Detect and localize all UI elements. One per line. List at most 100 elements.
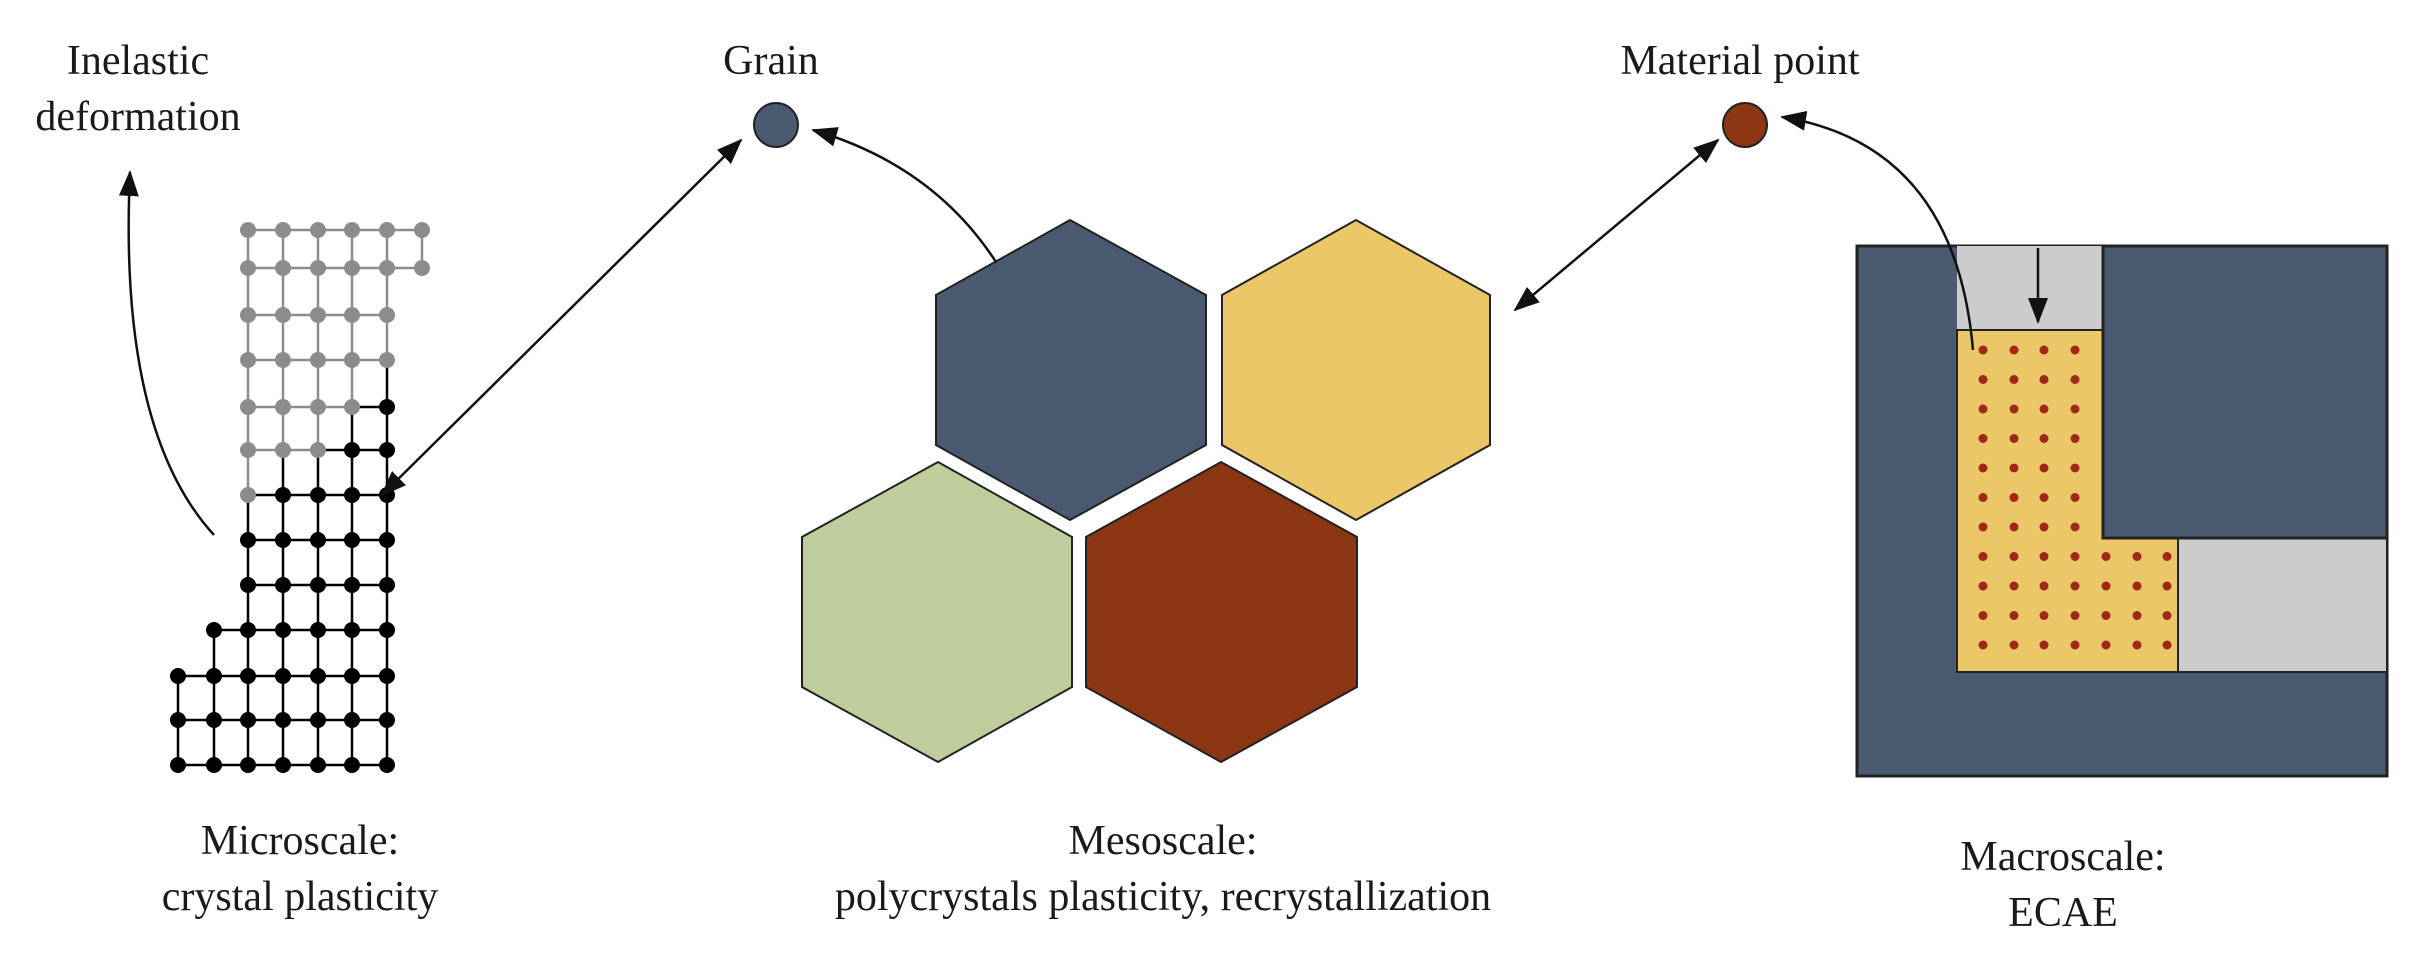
inlet-channel	[1957, 246, 2103, 330]
workpiece-dot	[2162, 640, 2172, 650]
workpiece-dot	[1978, 493, 1988, 502]
workpiece-dot	[1978, 375, 1988, 384]
workpiece-dot	[2009, 434, 2019, 443]
lattice-atom	[310, 712, 326, 728]
lattice-atom	[414, 260, 430, 276]
lattice-atom	[275, 668, 291, 684]
workpiece-dot	[2132, 611, 2142, 620]
lattice-atom	[240, 622, 256, 638]
lattice-atom	[310, 577, 326, 593]
workpiece-dot	[2039, 552, 2049, 561]
material-point-label: Material point	[1620, 38, 1859, 84]
mesoscale-label-line1: Mesoscale:	[1069, 818, 1258, 864]
outlet-channel	[2177, 537, 2388, 673]
macroscale-label-line2: ECAE	[2008, 890, 2118, 936]
workpiece-dot	[2009, 611, 2019, 620]
lattice-atom	[240, 307, 256, 323]
lattice-atom	[275, 260, 291, 276]
workpiece-dot	[2039, 463, 2049, 473]
workpiece-dot	[2101, 640, 2111, 650]
lattice-atom	[379, 622, 395, 638]
mesoscale-label-line2: polycrystals plasticity, recrystallizati…	[835, 874, 1491, 920]
ecae-die	[1855, 244, 2389, 778]
crystal-lattice	[170, 222, 430, 773]
inelastic-label-line2: deformation	[35, 94, 240, 140]
lattice-atom	[379, 668, 395, 684]
lattice-atom	[379, 307, 395, 323]
workpiece-dot	[2009, 522, 2019, 532]
workpiece-dot	[2070, 493, 2080, 502]
lattice-atom	[344, 577, 360, 593]
lattice-atom	[275, 352, 291, 368]
workpiece-dot	[2070, 522, 2080, 532]
workpiece-dot	[2039, 493, 2049, 502]
lattice-atom	[379, 260, 395, 276]
lattice-atom	[170, 668, 186, 684]
lattice-atom	[344, 757, 360, 773]
workpiece-dot	[1978, 581, 1988, 591]
workpiece-dot	[2039, 522, 2049, 532]
lattice-atom	[310, 399, 326, 415]
workpiece-dot	[2009, 640, 2019, 650]
workpiece-dot	[2039, 640, 2049, 650]
lattice-atom	[240, 668, 256, 684]
lattice-atom	[170, 757, 186, 773]
lattice-atom	[414, 222, 430, 238]
workpiece-dot	[2132, 552, 2142, 561]
workpiece-dot	[2132, 640, 2142, 650]
workpiece-dot	[2009, 375, 2019, 384]
workpiece-dot	[2039, 375, 2049, 384]
lattice-atom	[310, 222, 326, 238]
lattice-atom	[240, 222, 256, 238]
lattice-atom	[310, 668, 326, 684]
workpiece-dot	[2039, 404, 2049, 414]
workpiece-dot	[1978, 463, 1988, 473]
lattice-atom	[240, 532, 256, 548]
lattice-atom	[275, 399, 291, 415]
hexagon-gold	[1221, 218, 1491, 522]
lattice-atom	[240, 352, 256, 368]
workpiece-dot	[2070, 611, 2080, 620]
workpiece-dot	[2039, 611, 2049, 620]
workpiece-dot	[2009, 552, 2019, 561]
lattice-atom	[379, 222, 395, 238]
workpiece-dot	[1978, 640, 1988, 650]
lattice-atom	[344, 532, 360, 548]
arrow-lattice-grain	[380, 138, 743, 497]
lattice-atom	[344, 622, 360, 638]
lattice-atom	[310, 352, 326, 368]
workpiece-dot	[2039, 434, 2049, 443]
arrow-hexagons-material-point	[1513, 138, 1720, 312]
arrow-hexagon-to-grain	[811, 127, 998, 263]
lattice-atom	[310, 442, 326, 458]
workpiece-dot	[2039, 345, 2049, 355]
lattice-atom	[240, 399, 256, 415]
lattice-atom	[275, 577, 291, 593]
macroscale-label-line1: Macroscale:	[1960, 834, 2165, 880]
workpiece-dot	[2101, 581, 2111, 591]
lattice-atom	[310, 307, 326, 323]
workpiece-dot	[1978, 552, 1988, 561]
workpiece-dot	[2009, 345, 2019, 355]
lattice-atom	[379, 399, 395, 415]
workpiece-dot	[1978, 404, 1988, 414]
lattice-atom	[310, 757, 326, 773]
lattice-atom	[206, 622, 222, 638]
workpiece-dot	[2162, 552, 2172, 561]
lattice-atom	[206, 712, 222, 728]
material-point-dot	[1722, 102, 1768, 148]
lattice-atom	[344, 712, 360, 728]
workpiece-dot	[2070, 345, 2080, 355]
lattice-atom	[379, 532, 395, 548]
arrow-to-inelastic	[118, 170, 215, 536]
workpiece-dot	[2039, 581, 2049, 591]
lattice-atom	[379, 352, 395, 368]
inelastic-label-line1: Inelastic	[67, 38, 209, 84]
workpiece-dot	[2070, 404, 2080, 414]
workpiece-dot	[1978, 522, 1988, 532]
workpiece-dot	[2101, 611, 2111, 620]
lattice-atom	[240, 577, 256, 593]
lattice-atom	[344, 352, 360, 368]
lattice-atom	[379, 442, 395, 458]
